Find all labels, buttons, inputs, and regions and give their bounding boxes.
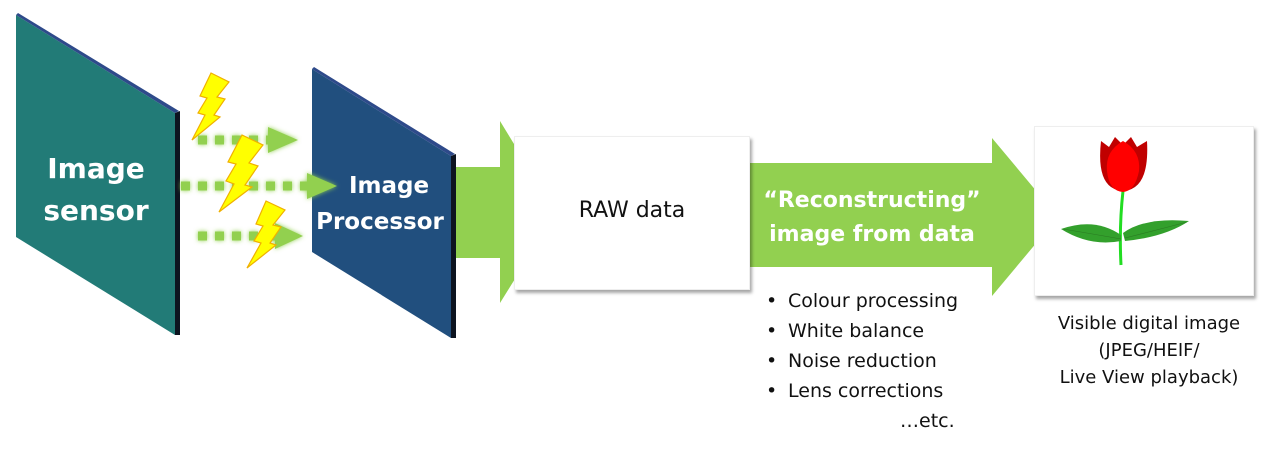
signal-arrow-bottom bbox=[198, 223, 303, 249]
tulip-icon bbox=[1061, 137, 1189, 266]
image-processor-panel bbox=[312, 67, 456, 338]
flow-arrow-to-raw bbox=[456, 121, 556, 303]
output-image-box bbox=[1034, 126, 1254, 296]
processing-step-label: Lens corrections bbox=[788, 380, 944, 402]
processing-step-label: Noise reduction bbox=[788, 350, 937, 372]
raw-data-box bbox=[514, 136, 750, 290]
image-processor-label-line2: Processor bbox=[316, 209, 444, 235]
output-caption-line3: Live View playback) bbox=[1059, 367, 1239, 388]
bullet-icon: • bbox=[766, 350, 778, 372]
reconstruct-label: “Reconstructing” image from data bbox=[752, 184, 992, 252]
lightning-icon bbox=[246, 200, 286, 269]
image-sensor-label: Image sensor bbox=[16, 148, 176, 232]
reconstruct-label-line1: “Reconstructing” bbox=[763, 188, 981, 213]
image-processor-label-line1: Image bbox=[348, 173, 430, 199]
image-sensor-panel bbox=[16, 13, 180, 335]
bullet-icon: • bbox=[766, 380, 778, 402]
processing-etc-label: …etc. bbox=[900, 410, 955, 432]
bullet-icon: • bbox=[766, 320, 778, 342]
processing-step: • Lens corrections bbox=[766, 376, 958, 406]
processing-steps-list: • Colour processing • White balance • Noise… bbox=[766, 286, 958, 406]
processing-step-label: Colour processing bbox=[788, 290, 959, 312]
image-processor-label: Image Processor bbox=[300, 168, 460, 240]
bullet-icon: • bbox=[766, 290, 778, 312]
output-caption-line2: (JPEG/HEIF/ bbox=[1098, 340, 1200, 361]
reconstruct-label-line2: image from data bbox=[769, 222, 975, 247]
lightning-icon bbox=[191, 72, 230, 141]
processing-step-label: White balance bbox=[788, 320, 925, 342]
raw-data-label: RAW data bbox=[578, 198, 686, 223]
signal-arrow-middle bbox=[181, 173, 337, 199]
processing-step: • Noise reduction bbox=[766, 346, 958, 376]
signal-arrow-top bbox=[198, 127, 298, 153]
output-caption-line1: Visible digital image bbox=[1057, 313, 1241, 334]
processing-step: • Colour processing bbox=[766, 286, 958, 316]
output-caption: Visible digital image (JPEG/HEIF/ Live V… bbox=[1020, 310, 1278, 391]
image-sensor-label-line1: Image bbox=[47, 152, 145, 185]
flow-arrow-reconstruct bbox=[750, 138, 1058, 296]
processing-step: • White balance bbox=[766, 316, 958, 346]
image-sensor-label-line2: sensor bbox=[43, 194, 149, 227]
lightning-icon bbox=[218, 134, 264, 213]
